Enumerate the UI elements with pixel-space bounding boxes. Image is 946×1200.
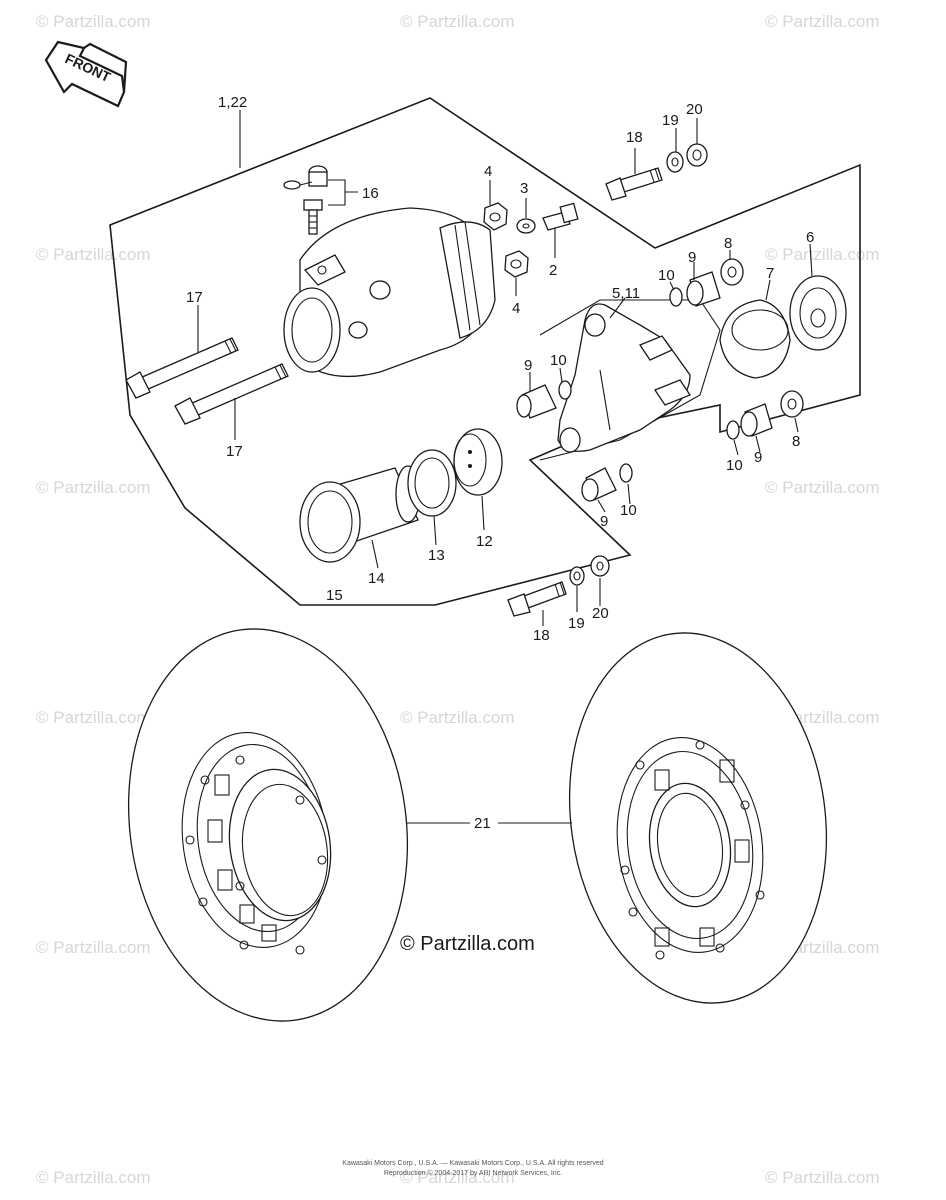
washer — [780, 390, 804, 418]
bolt — [605, 167, 663, 201]
callout-10: 10 — [658, 267, 675, 284]
callout-3: 3 — [520, 180, 528, 197]
callout-18: 18 — [626, 129, 643, 146]
callout-9: 9 — [688, 249, 696, 266]
callout-18: 18 — [533, 627, 550, 644]
bolt — [507, 581, 567, 617]
callout-19: 19 — [662, 112, 679, 129]
bracket-group-outline — [539, 299, 721, 461]
washer — [590, 555, 610, 577]
piston-seal — [407, 449, 457, 517]
watermark: © Partzilla.com — [400, 12, 515, 31]
bleed-valve — [283, 165, 358, 235]
watermark: © Partzilla.com — [765, 12, 880, 31]
bolt — [125, 337, 239, 399]
callout-16: 16 — [362, 185, 379, 202]
caliper-bracket — [557, 303, 691, 453]
watermark: © Partzilla.com — [765, 245, 880, 264]
callout-8: 8 — [724, 235, 732, 252]
footer-line-1: Kawasaki Motors Corp., U.S.A. — Kawasaki… — [342, 1160, 604, 1167]
o-ring — [619, 463, 633, 483]
callout-20: 20 — [592, 605, 609, 622]
watermark: © Partzilla.com — [36, 1168, 151, 1187]
callout-6: 6 — [806, 229, 814, 246]
nut — [504, 250, 529, 278]
bolt — [174, 363, 289, 425]
callout-1-22: 1,22 — [218, 94, 247, 111]
o-ring — [669, 287, 683, 307]
center-watermark: © Partzilla.com — [400, 933, 535, 955]
nut — [483, 202, 508, 231]
callout-4: 4 — [484, 163, 492, 180]
watermark: © Partzilla.com — [765, 1168, 880, 1187]
watermark: © Partzilla.com — [36, 245, 151, 264]
callout-10: 10 — [550, 352, 567, 369]
dust-seal — [453, 428, 503, 496]
piston — [299, 465, 421, 563]
watermark: © Partzilla.com — [36, 938, 151, 957]
watermark: © Partzilla.com — [765, 478, 880, 497]
lock-washer — [569, 566, 585, 586]
callout-9: 9 — [600, 513, 608, 530]
watermark: © Partzilla.com — [400, 708, 515, 727]
watermark: © Partzilla.com — [36, 478, 151, 497]
callout-10: 10 — [726, 457, 743, 474]
callout-10: 10 — [620, 502, 637, 519]
dust-boot — [581, 467, 617, 502]
footer-line-2: Reproduction © 2004-2017 by ARI Network … — [383, 1170, 563, 1177]
callout-5-11: 5,11 — [612, 285, 640, 302]
dust-boot — [516, 384, 557, 419]
brake-disc — [127, 628, 409, 1022]
callout-13: 13 — [428, 547, 445, 564]
brake-disc — [568, 632, 828, 1004]
callout-19: 19 — [568, 615, 585, 632]
piston-cap — [719, 299, 791, 379]
dust-boot — [740, 403, 773, 437]
washer — [720, 258, 744, 286]
callout-14: 14 — [368, 570, 385, 587]
watermark: © Partzilla.com — [36, 12, 151, 31]
dust-boot — [686, 271, 721, 307]
washer — [686, 143, 708, 167]
callout-4: 4 — [512, 300, 520, 317]
callout-9: 9 — [524, 357, 532, 374]
callout-8: 8 — [792, 433, 800, 450]
seal-plug — [789, 275, 847, 351]
callout-21: 21 — [474, 815, 491, 832]
callout-7: 7 — [766, 265, 774, 282]
callout-9: 9 — [754, 449, 762, 466]
callout-2: 2 — [549, 262, 557, 279]
callout-20: 20 — [686, 101, 703, 118]
watermark: © Partzilla.com — [400, 1168, 515, 1187]
front-arrow-icon: FRONT — [44, 40, 128, 108]
o-ring — [726, 420, 740, 440]
callout-17: 17 — [186, 289, 203, 306]
o-ring — [558, 380, 572, 400]
washer — [516, 218, 536, 234]
caliper-body — [283, 207, 496, 378]
callout-17: 17 — [226, 443, 243, 460]
bolt — [542, 202, 579, 231]
callout-12: 12 — [476, 533, 493, 550]
lock-washer — [666, 151, 684, 173]
watermark: © Partzilla.com — [36, 708, 151, 727]
leader-lines — [197, 110, 813, 824]
callout-15: 15 — [326, 587, 343, 604]
